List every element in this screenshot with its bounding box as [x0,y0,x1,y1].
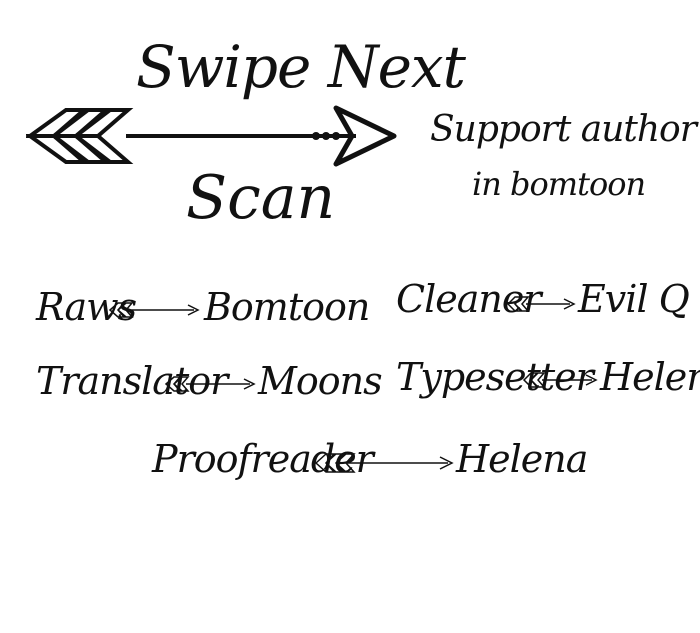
credit-name: Moons [258,359,383,403]
title-swipe-next: Swipe Next [136,33,466,101]
credit-name: Helena [456,437,588,481]
credit-name: Bomtoon [204,285,370,329]
credit-name: Evil Q [578,277,690,321]
credit-role: Typesetter [396,355,594,399]
credit-cleaner: Cleaner Evil Q [396,277,690,326]
credit-proofreader: Proofreader Helena [152,440,588,490]
support-author-text: Support author [430,109,697,150]
small-arrow-icon [522,372,598,388]
small-arrow-icon [314,453,454,473]
credit-translator: Translator Moons [36,359,383,408]
credit-name: Helena [600,355,700,399]
small-arrow-icon [164,376,256,392]
credit-role: Translator [36,359,228,403]
tribal-arrow-icon [26,105,397,167]
credit-raws: Raws Bomtoon [36,288,370,334]
title-scan: Scan [186,163,336,233]
support-platform-text: in bomtoon [472,165,646,203]
small-arrow-icon [506,296,576,312]
credit-typesetter: Typesetter Helena [396,355,700,404]
small-arrow-icon [108,302,200,318]
